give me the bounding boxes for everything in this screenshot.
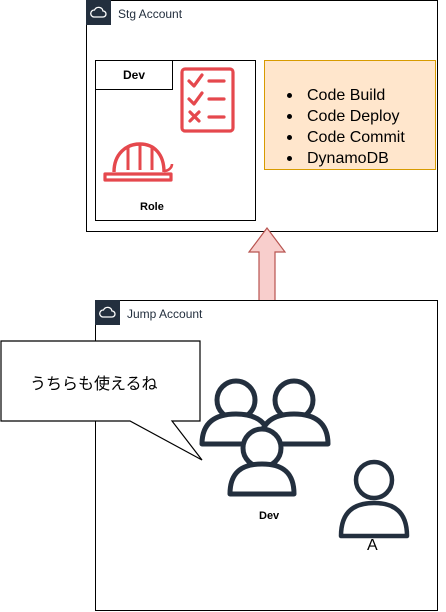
- jump-account-title: Jump Account: [127, 307, 203, 321]
- up-arrow: [247, 227, 287, 302]
- services-box: Code Build Code Deploy Code Commit Dynam…: [264, 60, 436, 170]
- user-icon: [338, 459, 410, 539]
- stg-account-cloud-icon: [86, 0, 111, 25]
- dev-role-box: Dev Role: [95, 60, 256, 221]
- helmet-icon: [103, 142, 174, 182]
- services-list: Code Build Code Deploy Code Commit Dynam…: [285, 85, 405, 169]
- callout-text: うちらも使えるね: [30, 374, 158, 393]
- user-label: A: [367, 537, 378, 554]
- users-group-icon: [199, 378, 331, 497]
- jump-account-cloud-icon: [95, 300, 120, 325]
- service-item: DynamoDB: [285, 148, 405, 169]
- service-item: Code Build: [285, 85, 405, 106]
- dev-label: Dev: [95, 60, 173, 90]
- callout-bubble: [0, 340, 203, 461]
- users-group-label: Dev: [259, 510, 280, 522]
- role-label: Role: [140, 201, 164, 213]
- stg-account-title: Stg Account: [118, 7, 183, 21]
- checklist-icon: [180, 67, 235, 133]
- service-item: Code Deploy: [285, 106, 405, 127]
- service-item: Code Commit: [285, 127, 405, 148]
